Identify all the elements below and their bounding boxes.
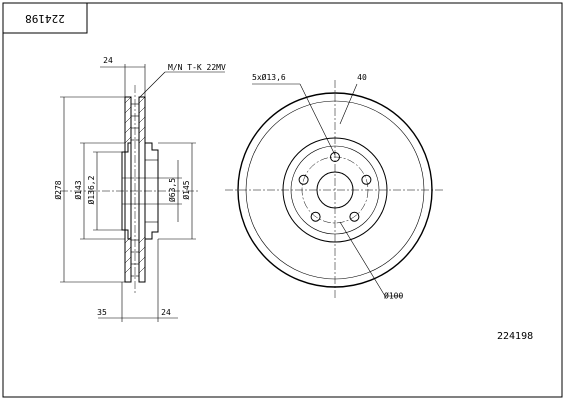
- vent-vanes: [131, 103, 139, 277]
- rotor-ring-right: [138, 96, 146, 283]
- dim-hat-diameter: Ø136,2: [86, 175, 96, 204]
- dim-bolt-holes: 5xØ13,6: [252, 72, 286, 82]
- dim-outer-diameter: Ø278: [53, 180, 63, 199]
- dim-hub-diameter: Ø143: [73, 180, 83, 199]
- title-box-rotated: [2, 2, 88, 34]
- dim-bolt-angle: 40: [357, 73, 367, 82]
- dim-thickness-bottom: 24: [161, 308, 171, 317]
- hat-profile: [145, 142, 159, 240]
- part-number: 224198: [497, 331, 533, 342]
- bolt-hole: [330, 152, 340, 162]
- bolt-hole: [349, 211, 360, 222]
- dim-bore-diameter: Ø63,5: [167, 178, 177, 202]
- dim-width-top: 24: [103, 56, 113, 65]
- dim-inner-diameter: Ø145: [181, 180, 191, 199]
- dim-height-bottom: 35: [97, 308, 107, 317]
- bolt-circle: [301, 156, 369, 224]
- bolt-holes: [298, 152, 372, 222]
- bolt-hole: [310, 211, 321, 222]
- bolt-hole: [298, 174, 309, 185]
- bolt-hole: [361, 174, 372, 185]
- section-hatching: [124, 96, 146, 274]
- rotor-ring-left: [124, 96, 132, 283]
- front-view: 5xØ13,6 40 Ø100: [225, 72, 445, 301]
- side-view: 24 M/N T-K 22MV Ø278 Ø143 Ø136,2 Ø63,5 Ø…: [53, 56, 226, 322]
- note-label: M/N T-K 22MV: [168, 63, 226, 72]
- dim-bolt-circle: Ø100: [384, 291, 403, 301]
- part-number-rotated: 224198: [25, 12, 65, 25]
